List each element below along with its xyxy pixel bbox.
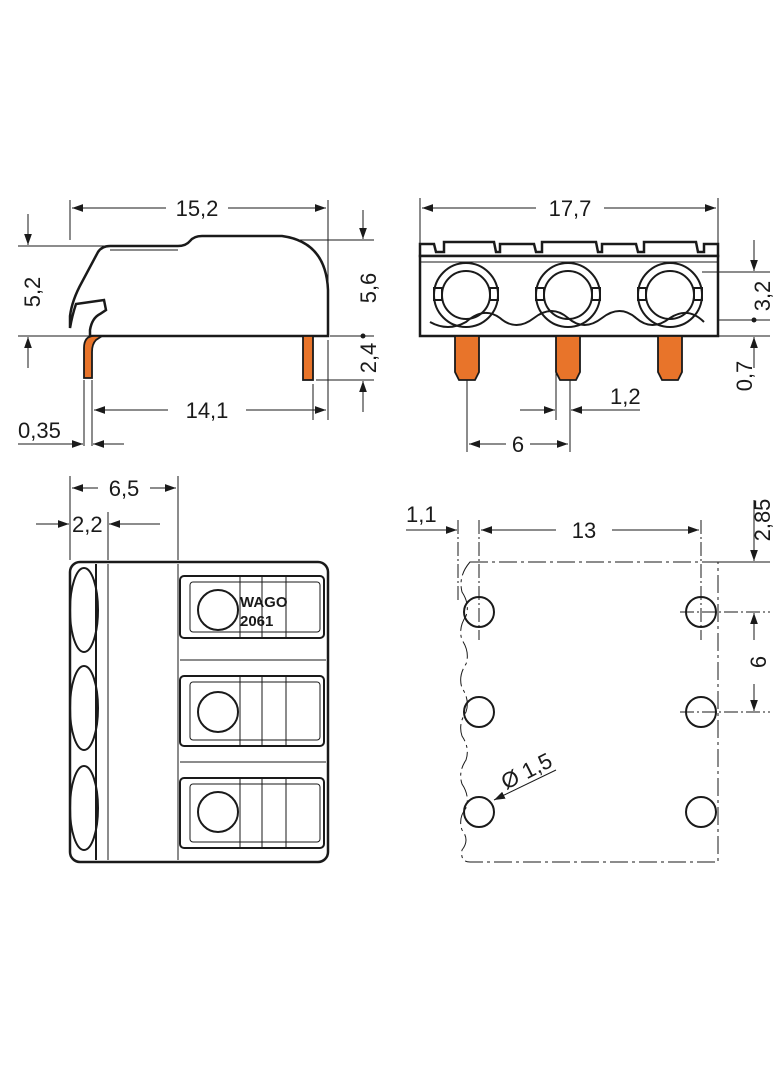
front-hole-2: [535, 262, 601, 328]
top-lever-2: [179, 675, 325, 747]
pcb-outline: [460, 561, 719, 863]
dim-pin-width: 0,7: [732, 361, 757, 392]
dim-height-right: 5,6: [356, 273, 381, 304]
side-pin-left: [83, 335, 105, 379]
dim-hole-span: 13: [572, 518, 596, 543]
dim-width-overall: 15,2: [176, 196, 219, 221]
dim-dot: [751, 317, 757, 323]
top-side-opening-1: [69, 567, 99, 653]
dim-pin-gap: 1,2: [610, 384, 641, 409]
dim-hole-diameter: Ø 1,5: [497, 748, 556, 795]
front-pin-1: [454, 335, 480, 381]
front-body: [418, 254, 720, 338]
dim-dot: [360, 333, 366, 339]
dim-edge-offset: 1,1: [406, 502, 437, 527]
dim-offset-a: 6,5: [109, 476, 140, 501]
dim-height-body: 5,2: [20, 277, 45, 308]
side-body-outline: [68, 234, 330, 338]
dim-pitch: 6: [512, 432, 524, 457]
dim-pin-thickness: 0,35: [18, 418, 61, 443]
top-lever-3: [179, 777, 325, 849]
pcb-layout: 1,1 13 2,85 6 Ø 1,5: [406, 499, 775, 863]
pcb-hole: [463, 796, 495, 828]
dim-top-offset: 2,85: [750, 499, 775, 542]
top-side-opening-2: [69, 665, 99, 751]
pcb-hole: [463, 696, 495, 728]
front-hole-3: [637, 262, 703, 328]
model-number: 2061: [240, 613, 273, 630]
front-top-tabs: [418, 240, 720, 258]
top-view: WAGO 2061 6,5 2,2: [36, 476, 330, 864]
top-side-opening-3: [69, 765, 99, 851]
dim-hole-height: 3,2: [750, 281, 775, 312]
front-pin-2: [555, 335, 581, 381]
front-pin-3: [657, 335, 683, 381]
wago-logo: WAGO: [240, 594, 288, 611]
pcb-hole: [685, 796, 717, 828]
dim-pin-height: 2,4: [356, 343, 381, 374]
side-view: 15,2 5,2 5,6 2,4 14,1 0,35: [18, 196, 381, 448]
dim-leader: [493, 769, 557, 801]
dim-width-overall: 17,7: [549, 196, 592, 221]
dim-pitch: 6: [746, 656, 771, 668]
side-pin-right: [302, 335, 314, 381]
top-lever-1: [179, 575, 325, 639]
front-view: 17,7 3,2 0,7 1,2 6: [418, 196, 775, 457]
dim-offset-b: 2,2: [72, 512, 103, 537]
front-hole-1: [433, 262, 499, 328]
dim-pin-span: 14,1: [186, 398, 229, 423]
